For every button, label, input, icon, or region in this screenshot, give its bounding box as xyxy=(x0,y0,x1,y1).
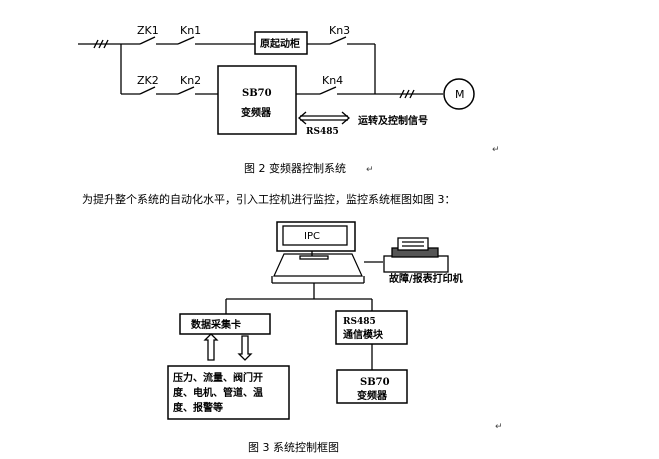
motor-label: M xyxy=(455,88,465,101)
inverter-name-label: 变频器 xyxy=(241,106,272,119)
daq-card-label: 数据采集卡 xyxy=(191,318,241,331)
kn4-label: Kn4 xyxy=(322,74,343,87)
body-paragraph: 为提升整个系统的自动化水平，引入工控机进行监控，监控系统框图如图 3： xyxy=(82,192,456,206)
sensors-line-2: 度、电机、管道、温 xyxy=(173,386,263,399)
figure-3-labels: IPC 故障/报表打印机 数据采集卡 RS485 通信模块 压力、流量、阀门开 … xyxy=(173,231,503,454)
para-mark: ↵ xyxy=(495,422,503,432)
kn2-label: Kn2 xyxy=(180,74,201,87)
printer-label: 故障/报表打印机 xyxy=(389,272,463,285)
para-mark: ↵ xyxy=(366,165,374,175)
sensors-line-3: 度、报警等 xyxy=(173,401,223,414)
signal-label: 运转及控制信号 xyxy=(358,114,428,127)
rs485-label: RS485 xyxy=(306,127,339,137)
figure-2-diagram xyxy=(78,31,475,135)
kn1-label: Kn1 xyxy=(180,24,201,37)
inverter-sb70-label: SB70 xyxy=(360,377,390,388)
para-mark: ↵ xyxy=(492,145,500,155)
zk1-label: ZK1 xyxy=(137,24,159,37)
comm-module-label: 通信模块 xyxy=(343,328,384,341)
sensors-line-1: 压力、流量、阀门开 xyxy=(173,371,263,384)
inverter-name-label: 变频器 xyxy=(357,389,388,402)
soft-starter-label: 原起动柜 xyxy=(260,37,300,50)
inverter-sb70-label: SB70 xyxy=(242,88,272,99)
figure-3-caption: 图 3 系统控制框图 xyxy=(248,440,339,454)
figure-2-caption: 图 2 变频器控制系统 xyxy=(244,161,346,175)
figure-3-diagram xyxy=(167,221,449,420)
figure-2-labels: ZK1 Kn1 原起动柜 Kn3 ZK2 Kn2 SB70 变频器 Kn4 M … xyxy=(137,24,500,175)
kn3-label: Kn3 xyxy=(329,24,350,37)
comm-module-rs485: RS485 xyxy=(343,317,376,327)
ipc-screen-label: IPC xyxy=(304,231,320,242)
zk2-label: ZK2 xyxy=(137,74,159,87)
